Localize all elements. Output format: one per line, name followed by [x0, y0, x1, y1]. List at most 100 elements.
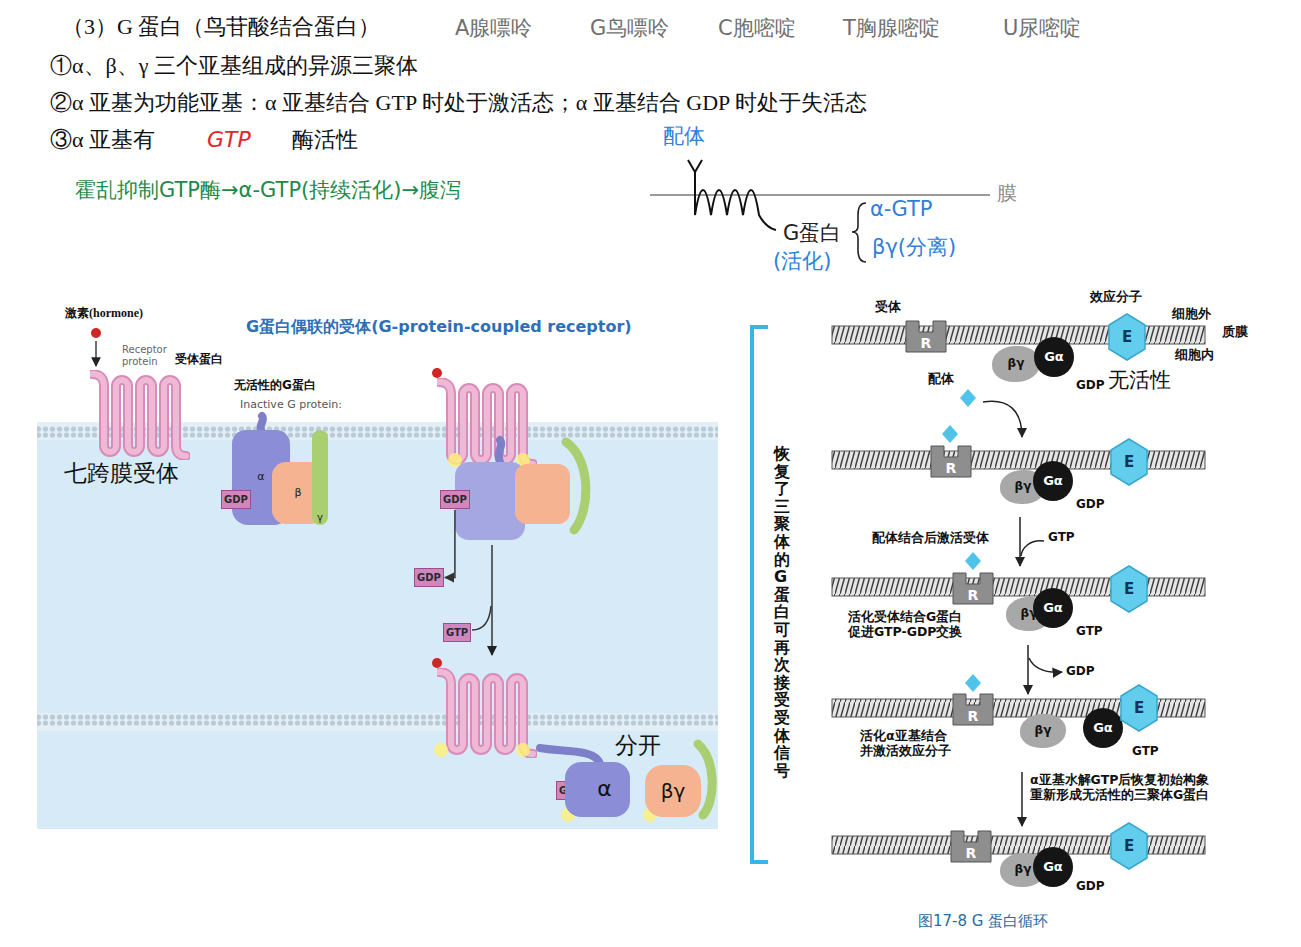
alpha-subunit: α — [565, 762, 630, 817]
text-label: 无活性 — [1108, 368, 1171, 393]
text-label: 配体 — [663, 124, 705, 149]
node-text: GTP — [446, 627, 468, 638]
text-label: Receptor protein — [122, 344, 180, 367]
text-label: 质膜 — [1222, 324, 1248, 339]
text-label: 配体结合后激活受体 — [872, 530, 989, 545]
gpcr-panel-part — [37, 422, 718, 440]
gamma-subunit: γ — [312, 430, 328, 525]
text-label: GTP — [1076, 624, 1103, 638]
text-label: GDP — [1076, 378, 1105, 392]
g-alpha-subunit: Gα — [1033, 588, 1073, 628]
text-label: G鸟嘌呤 — [590, 16, 669, 41]
top-sketch — [650, 160, 990, 262]
text-label: 受体蛋白 — [175, 352, 223, 366]
node-text: α — [257, 471, 264, 483]
text-label: 活化受体结合G蛋白 促进GTP-GDP交换 — [848, 609, 983, 639]
text-label: T胸腺嘧啶 — [843, 16, 940, 41]
text-label: G蛋白 — [783, 221, 841, 246]
node-text: Gα — [1093, 721, 1113, 735]
text-label: 霍乱抑制GTP酶→α-GTP(持续活化)→腹泻 — [75, 178, 461, 203]
gpcr-panel-part — [37, 438, 718, 829]
text-label: Inactive G protein: — [240, 398, 342, 411]
gpcr-panel-part — [499, 440, 502, 462]
text-label: 图17-8 G 蛋白循环 — [918, 912, 1048, 930]
gpcr-panel-part — [434, 743, 448, 757]
node-text: R — [946, 461, 957, 476]
nucleotide-box: GDP — [221, 490, 251, 509]
node-text: βγ — [1035, 724, 1052, 737]
node-text: βγ — [1008, 357, 1025, 370]
text-label: 酶活性 — [292, 127, 358, 153]
nucleotide-box: GTP — [443, 623, 471, 642]
node-text: E — [1124, 581, 1134, 598]
gpcr-panel-part — [439, 672, 533, 754]
receptor: R — [905, 319, 947, 353]
g-protein-cycle-part — [1021, 772, 1023, 826]
text-label: 受体 — [875, 299, 901, 314]
effector-hexagon: E — [1108, 313, 1146, 361]
top-sketch-part — [852, 203, 866, 262]
text-label: 分开 — [615, 732, 661, 760]
gpcr-panel-part — [37, 713, 718, 731]
beta-gamma-subunit: βγ — [1020, 714, 1066, 748]
g-alpha-subunit: Gα — [1033, 847, 1073, 887]
node-text: βγ — [1015, 480, 1032, 493]
receptor: R — [952, 692, 994, 726]
gpcr-panel-part — [95, 341, 96, 366]
effector-hexagon: E — [1110, 822, 1148, 870]
g-protein-cycle-part — [752, 327, 768, 862]
g-protein-cycle-part — [965, 674, 981, 692]
nucleotide-box: GDP — [414, 568, 444, 587]
g-protein-cycle-part — [832, 578, 1205, 596]
gpcr-panel-part — [515, 464, 570, 524]
g-protein-cycle-part — [1027, 645, 1029, 694]
node-text: R — [966, 846, 977, 861]
g-alpha-subunit: Gα — [1033, 461, 1073, 501]
text-label: α-GTP — [870, 197, 932, 222]
text-label: 细胞内 — [1175, 347, 1214, 362]
node-text: R — [921, 336, 932, 351]
top-sketch-part — [650, 194, 990, 196]
connector — [445, 510, 455, 578]
node-text: E — [1124, 454, 1134, 471]
g-protein-cycle-part — [1029, 658, 1062, 672]
text-label: GTP — [1048, 530, 1075, 544]
text-label: GTP — [207, 127, 251, 153]
gpcr-panel-part — [516, 453, 530, 467]
node-text: GDP — [417, 572, 441, 583]
g-protein-cycle-part — [942, 425, 958, 443]
node-text: βγ — [661, 780, 686, 802]
beta-gamma-subunit: βγ — [992, 346, 1040, 382]
g-protein-cycle-part — [832, 451, 1205, 469]
text-label: 激素(hormone) — [65, 306, 143, 320]
text-label: A腺嘌呤 — [455, 16, 532, 41]
node-text: R — [968, 709, 979, 724]
g-protein-cycle-part — [832, 836, 1205, 854]
vertical-note: 恢复了三聚体的G蛋白可再次接受受体信号 — [774, 445, 790, 779]
gpcr-panel-part — [432, 368, 442, 378]
gpcr-panel-part — [37, 298, 718, 829]
node-text: E — [1124, 838, 1134, 855]
text-label: GDP — [1076, 497, 1105, 511]
text-label: GTP — [1132, 744, 1159, 758]
gpcr-panel — [37, 298, 718, 829]
node-text: γ — [317, 512, 323, 523]
node-text: E — [1134, 700, 1144, 717]
g-protein-cycle-part — [960, 389, 976, 407]
g-alpha-subunit: Gα — [1034, 337, 1074, 377]
node-text: β — [294, 487, 301, 499]
g-protein-cycle-part — [832, 326, 1205, 344]
receptor: R — [930, 444, 972, 478]
text-label: (活化) — [773, 249, 831, 274]
gpcr-panel-part — [472, 606, 491, 630]
top-sketch-part — [688, 160, 776, 230]
node-text: βγ — [1015, 863, 1032, 876]
effector-hexagon: E — [1120, 684, 1158, 732]
gpcr-panel-part — [516, 743, 530, 757]
text-label: ①α、β、γ 三个亚基组成的异源三聚体 — [50, 53, 418, 79]
g-protein-cycle-part — [983, 401, 1022, 437]
text-label: U尿嘧啶 — [1003, 16, 1081, 41]
node-text: GDP — [224, 494, 248, 505]
gpcr-panel-part — [448, 453, 462, 467]
